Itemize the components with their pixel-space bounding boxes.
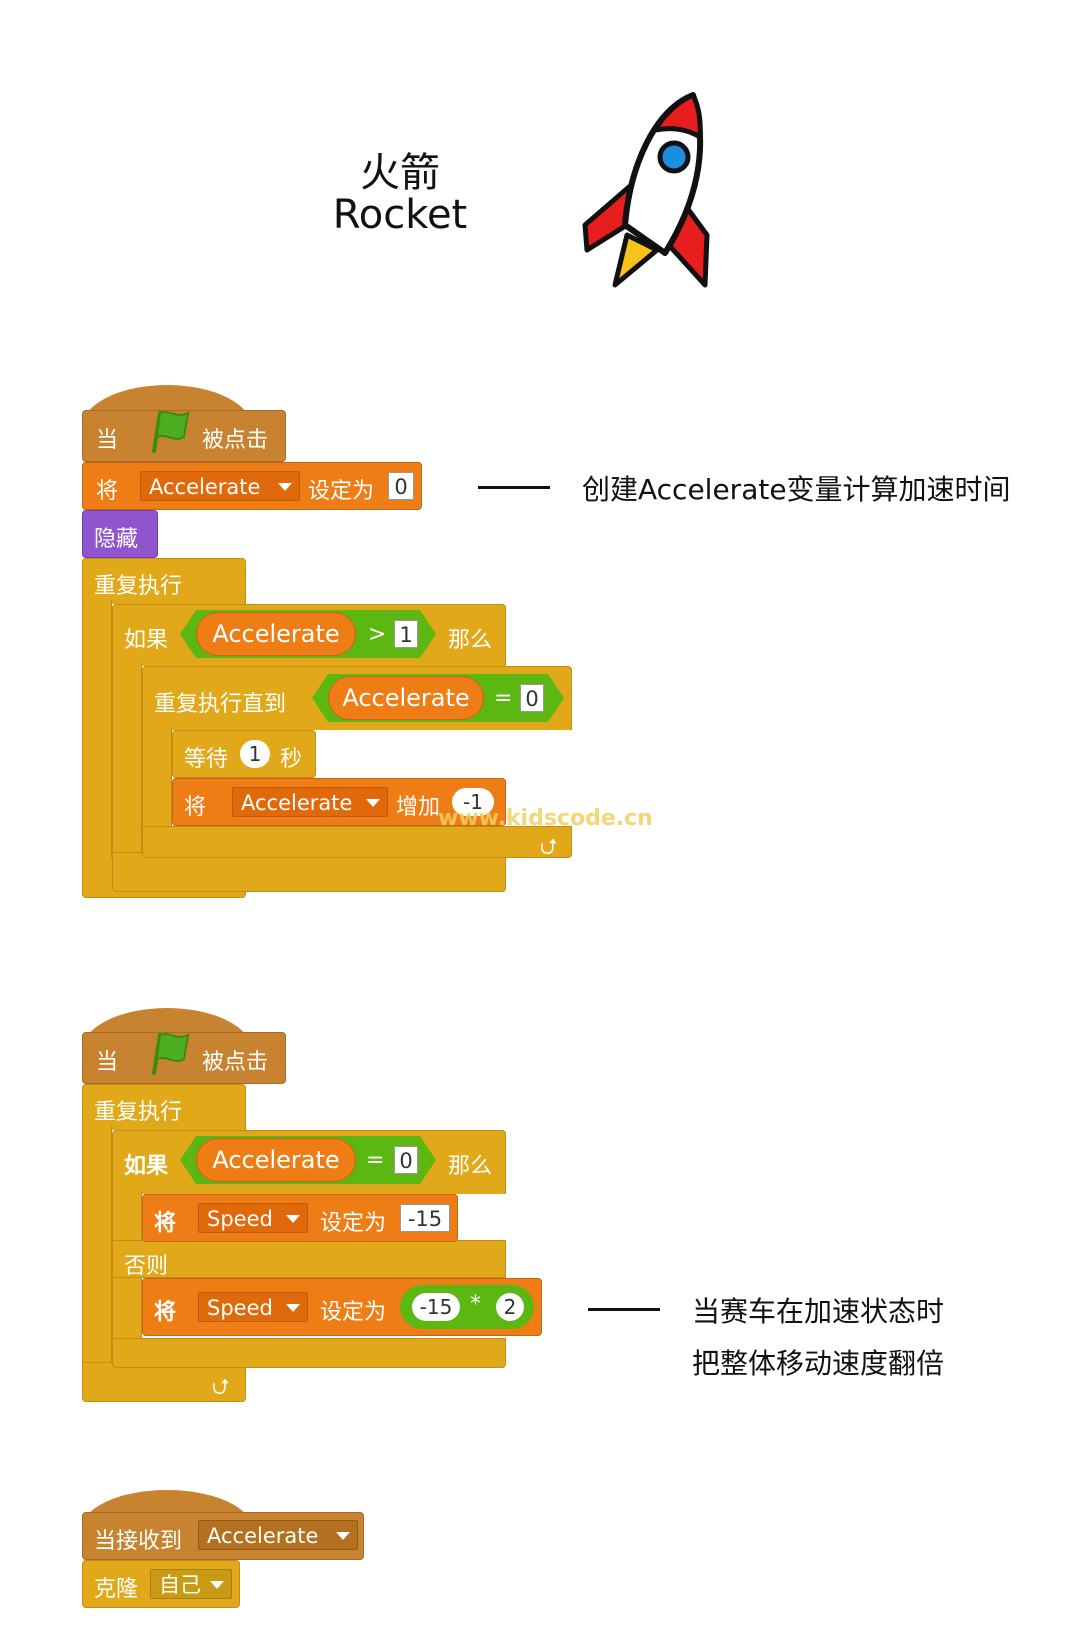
loop-arrow-icon-2: ⮍	[540, 835, 558, 860]
change-label: 将	[184, 795, 207, 820]
chevron-down-icon	[210, 1581, 224, 1589]
hat-clicked-label-2: 被点击	[202, 1050, 269, 1075]
green-flag-icon-2	[152, 1033, 190, 1075]
repeat-until-foot	[142, 826, 572, 858]
set-speed-label-2: 将	[154, 1300, 177, 1325]
forever-label: 重复执行	[94, 574, 183, 599]
multiply-b-input[interactable]: 2	[496, 1293, 524, 1321]
annotation-1: 创建Accelerate变量计算加速时间	[582, 473, 1011, 506]
else-bar	[112, 1240, 506, 1278]
chevron-down-icon	[286, 1215, 300, 1223]
set-value-input[interactable]: 0	[388, 472, 414, 500]
set-label: 将	[96, 479, 119, 504]
multiply-a-input[interactable]: -15	[412, 1293, 460, 1321]
if-arm	[112, 664, 142, 854]
rocket-icon	[582, 92, 710, 288]
accelerate-reporter[interactable]: Accelerate	[196, 612, 356, 656]
chevron-down-icon	[286, 1304, 300, 1312]
operator-equals-2: =	[366, 1148, 385, 1173]
then-label-2: 那么	[448, 1154, 493, 1179]
change-by-label: 增加	[396, 795, 441, 820]
annotation-2-line-1: 当赛车在加速状态时	[692, 1295, 945, 1328]
condition-value-input-2[interactable]: 0	[394, 1146, 418, 1174]
if-else-foot	[112, 1338, 506, 1368]
speed-dropdown-2[interactable]: Speed	[198, 1292, 308, 1322]
variable-dropdown[interactable]: Accelerate	[140, 471, 300, 501]
set-speed-to-label: 设定为	[320, 1211, 387, 1236]
annotation-2-line-2: 把整体移动速度翻倍	[692, 1347, 945, 1380]
chevron-down-icon	[366, 799, 380, 807]
annotation-line-2	[588, 1308, 660, 1311]
accelerate-reporter-2[interactable]: Accelerate	[328, 676, 484, 720]
forever-block[interactable]	[82, 558, 246, 604]
change-value-input[interactable]: -1	[452, 788, 494, 816]
wait-seconds-input[interactable]: 1	[240, 740, 270, 768]
wait-label: 等待	[184, 747, 229, 772]
clone-label: 克隆	[94, 1577, 139, 1602]
condition-value-input[interactable]: 1	[394, 620, 418, 648]
if-label-2: 如果	[124, 1154, 169, 1179]
loop-arrow-icon-3: ⮍	[212, 1375, 230, 1400]
hide-block[interactable]	[82, 510, 158, 558]
wait-unit-label: 秒	[280, 747, 303, 772]
title-english: Rocket	[332, 192, 468, 238]
set-speed-to-label-2: 设定为	[320, 1300, 387, 1325]
forever-block-2[interactable]	[82, 1084, 246, 1130]
message-dropdown-value: Accelerate	[207, 1524, 319, 1548]
set-to-label: 设定为	[308, 479, 375, 504]
message-dropdown[interactable]: Accelerate	[198, 1520, 358, 1550]
forever-arm-2	[82, 1126, 112, 1366]
multiply-sign: *	[470, 1292, 481, 1317]
else-label: 否则	[124, 1254, 169, 1279]
operator-greater: >	[368, 622, 387, 647]
then-label: 那么	[448, 628, 493, 653]
green-flag-icon	[152, 411, 190, 453]
until-value-input[interactable]: 0	[520, 684, 544, 712]
hat-clicked-label: 被点击	[202, 428, 269, 453]
accelerate-reporter-3[interactable]: Accelerate	[196, 1138, 356, 1182]
speed-dropdown[interactable]: Speed	[198, 1203, 308, 1233]
repeat-until-label: 重复执行直到	[154, 692, 287, 717]
if-label: 如果	[124, 628, 169, 653]
variable-dropdown-value: Accelerate	[149, 475, 261, 499]
hat-when-label-2: 当	[96, 1050, 119, 1075]
hide-label: 隐藏	[94, 527, 139, 552]
when-receive-label: 当接收到	[94, 1529, 183, 1554]
change-variable-dropdown-value: Accelerate	[241, 791, 353, 815]
repeat-until-arm	[142, 728, 172, 828]
change-variable-dropdown[interactable]: Accelerate	[232, 787, 388, 817]
if-foot	[112, 852, 506, 892]
clone-target-value: 自己	[159, 1573, 201, 1597]
forever-arm	[82, 600, 112, 860]
chevron-down-icon	[336, 1532, 350, 1540]
operator-equals: =	[494, 686, 513, 711]
speed-dropdown-value: Speed	[207, 1207, 273, 1231]
hat-when-label: 当	[96, 428, 119, 453]
annotation-line-1	[478, 486, 550, 489]
set-speed-value-input[interactable]: -15	[400, 1204, 450, 1232]
title-chinese: 火箭	[360, 150, 440, 196]
set-speed-label: 将	[154, 1211, 177, 1236]
chevron-down-icon	[278, 483, 292, 491]
watermark: www.kidscode.cn	[438, 806, 653, 831]
speed-dropdown-value-2: Speed	[207, 1296, 273, 1320]
clone-target-dropdown[interactable]: 自己	[150, 1569, 232, 1599]
forever-label-2: 重复执行	[94, 1100, 183, 1125]
